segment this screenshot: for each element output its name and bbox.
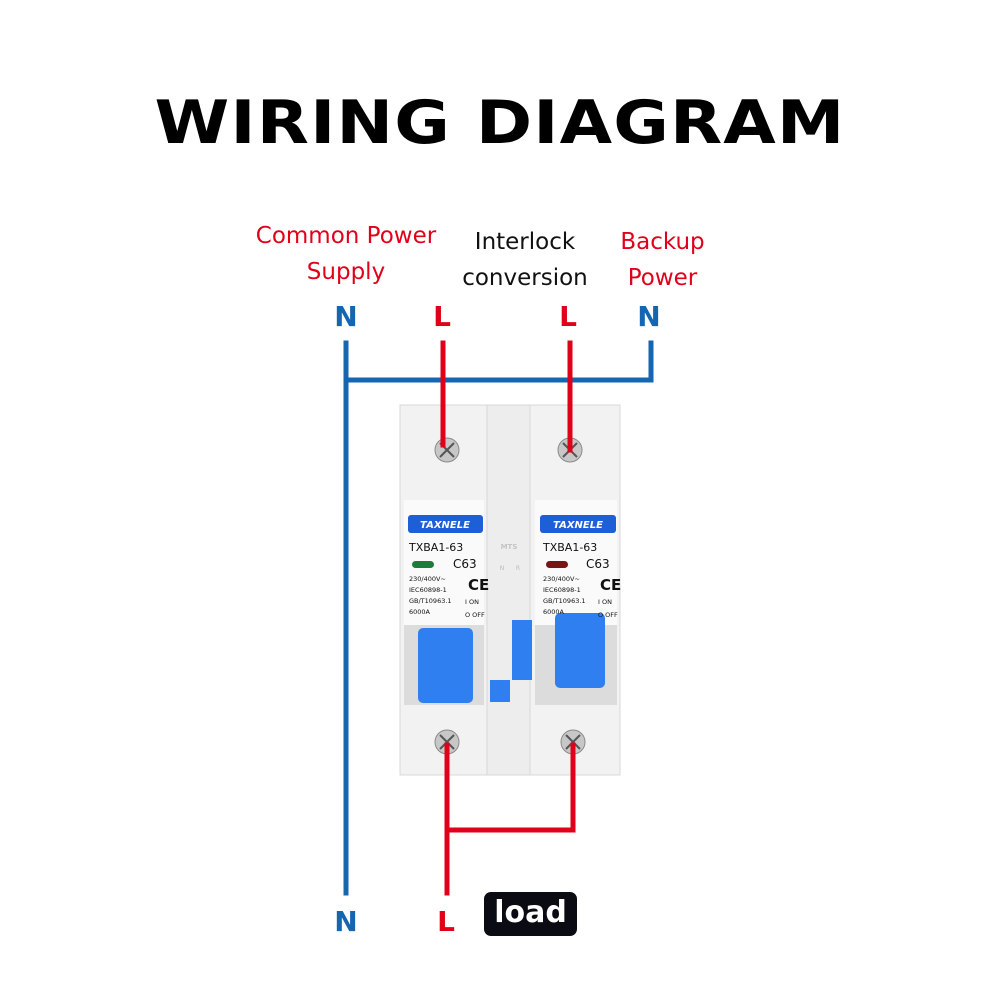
left-indicator <box>412 561 434 568</box>
common-power-supply-label: Common Power Supply <box>240 218 452 290</box>
interlock-conversion-label: Interlock conversion <box>445 224 605 296</box>
neutral-wire-backup <box>343 340 654 383</box>
on-label: I ON <box>598 598 612 606</box>
brand-left: TAXNELE <box>420 520 470 531</box>
interlock-module-body <box>486 404 532 776</box>
right-handle <box>555 613 605 688</box>
brand-right: TAXNELE <box>553 520 603 531</box>
interlock-n-label: N <box>500 565 505 572</box>
spec-line: 230/400V~ <box>409 575 446 583</box>
right-handle-recess <box>535 625 617 705</box>
rating-right: C63 <box>586 557 610 571</box>
on-label: I ON <box>465 598 479 606</box>
breaker-device <box>399 404 621 776</box>
interlock-lever-bottom <box>490 680 510 702</box>
spec-line: 230/400V~ <box>543 575 580 583</box>
spec-line: 6000A <box>543 608 565 616</box>
pole-l-top-right: L <box>559 300 577 333</box>
right-front-panel <box>535 500 617 625</box>
off-label: O OFF <box>465 611 485 619</box>
screw-top-left-icon <box>434 437 460 463</box>
pole-l-top-left: L <box>433 300 451 333</box>
label-line: Supply <box>306 259 386 285</box>
pole-l-bottom: L <box>437 905 455 938</box>
left-handle-recess <box>404 625 484 705</box>
label-line: conversion <box>462 265 588 291</box>
load-badge: load <box>484 892 577 936</box>
label-line: Interlock <box>474 229 576 255</box>
right-brand-badge <box>540 515 616 533</box>
left-handle <box>418 628 473 703</box>
pole-n-bottom: N <box>334 905 358 938</box>
spec-line: GB/T10963.1 <box>543 597 586 605</box>
device-text: TAXNELE TAXNELE TXBA1-63 TXBA1-63 C63 C6… <box>408 520 621 619</box>
label-line: Common Power <box>255 223 437 249</box>
ce-mark-right: CE <box>600 576 621 594</box>
ce-mark-left: CE <box>468 576 489 594</box>
model-right: TXBA1-63 <box>542 541 597 554</box>
right-indicator <box>546 561 568 568</box>
mts-label: MTS <box>501 543 518 551</box>
model-left: TXBA1-63 <box>408 541 463 554</box>
pole-n-top-left: N <box>334 300 358 333</box>
screw-bottom-left-icon <box>434 729 460 755</box>
rating-left: C63 <box>453 557 477 571</box>
screw-bottom-right-icon <box>560 729 586 755</box>
backup-power-label: Backup Power <box>600 224 725 296</box>
interlock-r-label: R <box>516 565 520 572</box>
right-breaker-body <box>529 404 621 776</box>
screw-top-right-icon <box>557 437 583 463</box>
page-title: WIRING DIAGRAM <box>154 88 846 158</box>
line-wire-bridge <box>444 742 576 833</box>
spec-line: GB/T10963.1 <box>409 597 452 605</box>
label-line: Power <box>627 265 698 291</box>
interlock-lever-top <box>512 620 532 680</box>
label-line: Backup <box>620 229 705 255</box>
pole-n-top-right: N <box>637 300 661 333</box>
left-front-panel <box>404 500 484 625</box>
spec-line: IEC60898-1 <box>409 586 447 594</box>
spec-line: 6000A <box>409 608 431 616</box>
left-brand-badge <box>408 515 483 533</box>
left-breaker-body <box>399 404 489 776</box>
wires <box>343 340 654 896</box>
off-label: O OFF <box>598 611 618 619</box>
spec-line: IEC60898-1 <box>543 586 581 594</box>
